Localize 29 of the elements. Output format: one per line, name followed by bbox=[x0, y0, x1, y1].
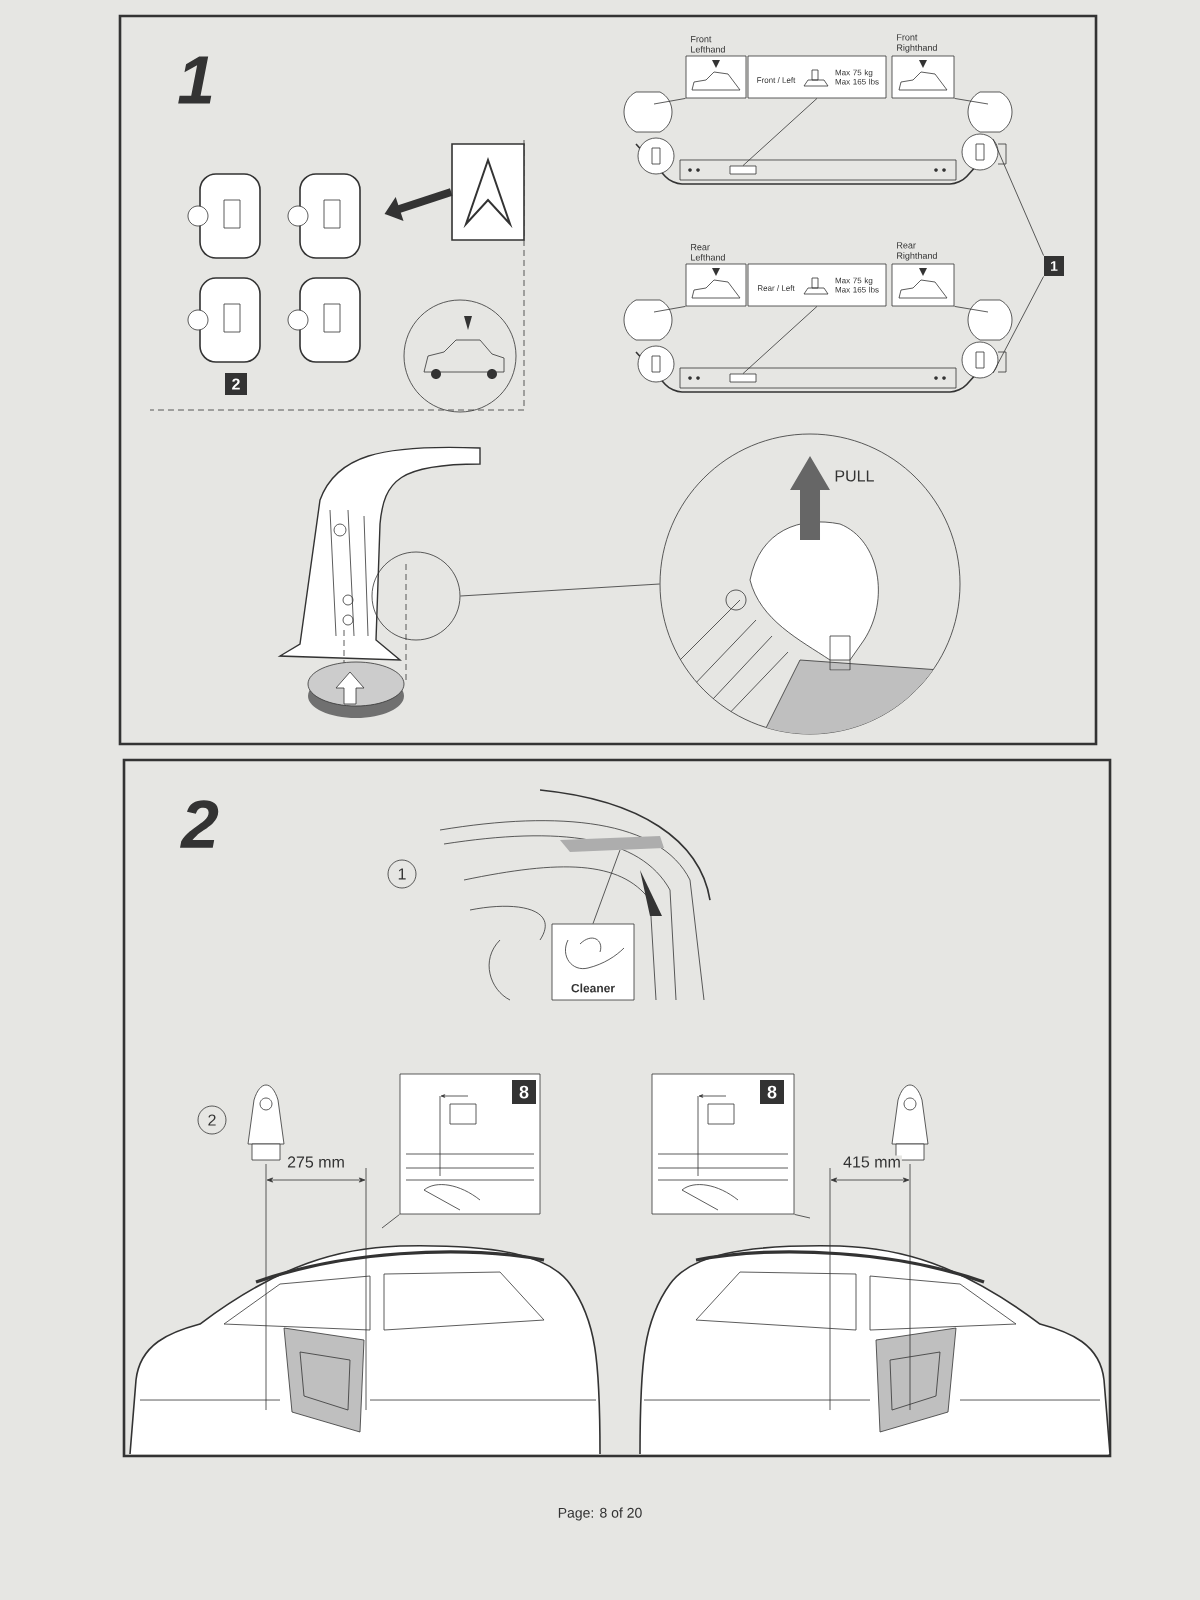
leader-line bbox=[653, 306, 686, 313]
leader-line bbox=[742, 98, 818, 166]
callout-number: 8 bbox=[760, 1080, 784, 1104]
step-number: 1 bbox=[178, 56, 212, 104]
rack-foot-drawing bbox=[961, 133, 1007, 171]
leader-line bbox=[592, 849, 621, 924]
circled-number: 2 bbox=[197, 1105, 227, 1135]
leader-line bbox=[742, 306, 818, 374]
box bbox=[729, 165, 757, 175]
leader-line bbox=[954, 98, 989, 105]
foot-set-drawing bbox=[187, 173, 361, 363]
leader-line bbox=[381, 1214, 400, 1229]
callout-number: 2 bbox=[225, 373, 247, 395]
callout-number: 8 bbox=[512, 1080, 536, 1104]
leader-line bbox=[653, 98, 686, 105]
pull-label: PULL bbox=[835, 470, 874, 482]
rack-foot-drawing bbox=[961, 341, 1007, 379]
step-number: 2 bbox=[180, 800, 219, 848]
leader-line bbox=[460, 583, 660, 597]
box bbox=[729, 373, 757, 383]
leader-line bbox=[954, 306, 989, 313]
dimension-label: 415 mm bbox=[842, 1155, 902, 1169]
circled-number: 1 bbox=[387, 859, 417, 889]
leader-line bbox=[992, 276, 1044, 374]
circle bbox=[371, 551, 461, 641]
leader-line bbox=[794, 1214, 811, 1219]
triangle-sign bbox=[451, 143, 525, 241]
dimension-label: 275 mm bbox=[286, 1155, 346, 1169]
leader-line bbox=[992, 138, 1044, 256]
